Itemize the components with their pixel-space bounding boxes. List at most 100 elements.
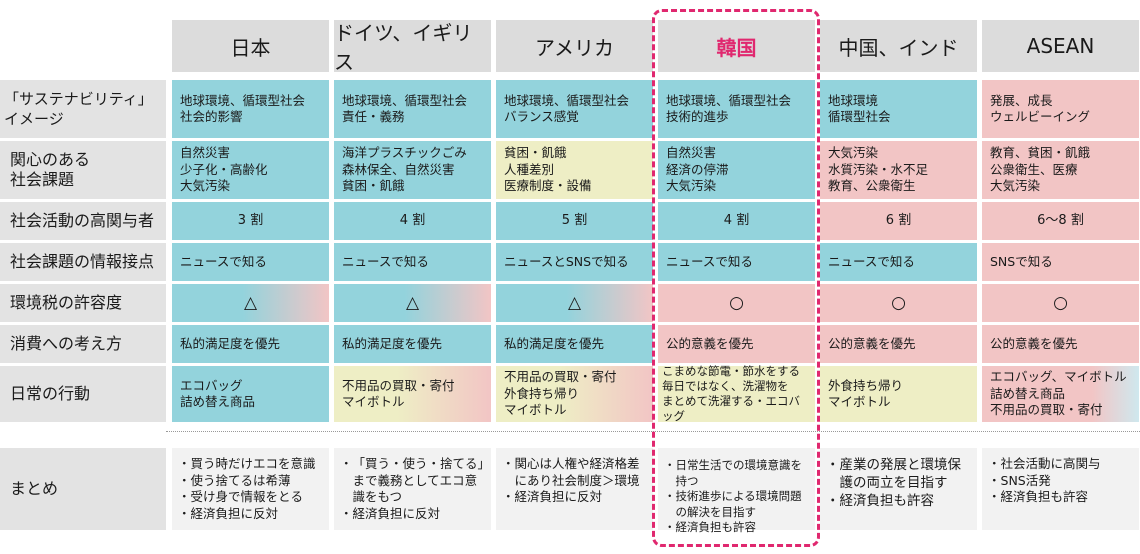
column-header: 日本 bbox=[172, 20, 329, 72]
table-cell: 地球環境、循環型社会 バランス感覚 bbox=[496, 80, 653, 138]
list-item: ・技術進歩による環境問題の解決を目指す bbox=[664, 489, 809, 520]
summary-list: ・「買う・使う・捨てる」まで義務としてエコ意識をもつ・経済負担に反対 bbox=[340, 456, 485, 522]
list-item: ・関心は人権や経済格差にあり社会制度＞環境 bbox=[502, 456, 647, 489]
summary-list: ・買う時だけエコを意識・使う捨てるは希薄・受け身で情報をとる・経済負担に反対 bbox=[178, 456, 323, 522]
summary-text: 経済負担も許容 bbox=[1000, 489, 1089, 504]
summary-cell: ・日常生活での環境意識を持つ・技術進歩による環境問題の解決を目指す・経済負担も許… bbox=[658, 448, 815, 534]
bullet-icon: ・ bbox=[988, 489, 1001, 504]
table-cell: 地球環境 循環型社会 bbox=[820, 80, 977, 138]
table-cell: エコバッグ、マイボトル 詰め替え商品 不用品の買取・寄付 bbox=[982, 366, 1139, 422]
table-cell: 大気汚染 水質汚染・水不足 教育、公衆衛生 bbox=[820, 141, 977, 199]
bullet-icon: ・ bbox=[502, 489, 515, 504]
summary-cell: ・「買う・使う・捨てる」まで義務としてエコ意識をもつ・経済負担に反対 bbox=[334, 448, 491, 530]
row-label: 日常の行動 bbox=[0, 366, 166, 422]
list-item: ・日常生活での環境意識を持つ bbox=[664, 458, 809, 489]
table-cell: 地球環境、循環型社会 技術的進歩 bbox=[658, 80, 815, 138]
list-item: ・買う時だけエコを意識 bbox=[178, 456, 323, 473]
table-cell: ○ bbox=[820, 284, 977, 322]
bullet-icon: ・ bbox=[502, 456, 515, 471]
row-label: 関心のある 社会課題 bbox=[0, 141, 166, 199]
bullet-icon: ・ bbox=[340, 505, 353, 521]
summary-text: 経済負担も許容 bbox=[839, 493, 935, 509]
table-cell: 海洋プラスチックごみ 森林保全、自然災害 貧困・飢餓 bbox=[334, 141, 491, 199]
list-item: ・「買う・使う・捨てる」まで義務としてエコ意識をもつ bbox=[340, 456, 485, 506]
table-cell: 私的満足度を優先 bbox=[496, 325, 653, 363]
list-item: ・経済負担も許容 bbox=[826, 492, 971, 510]
summary-text: 経済負担も許容 bbox=[675, 520, 757, 534]
table-cell: 地球環境、循環型社会 責任・義務 bbox=[334, 80, 491, 138]
row-label: 社会課題の情報接点 bbox=[0, 243, 166, 281]
row-label: 消費への考え方 bbox=[0, 325, 166, 363]
table-cell: 発展、成長 ウェルビーイング bbox=[982, 80, 1139, 138]
divider-line bbox=[166, 431, 1140, 432]
list-item: ・経済負担も許容 bbox=[988, 489, 1133, 506]
summary-text: 経済負担に反対 bbox=[190, 505, 279, 521]
table-cell: ニュースで知る bbox=[334, 243, 491, 281]
summary-list: ・関心は人権や経済格差にあり社会制度＞環境・経済負担に反対 bbox=[502, 456, 647, 506]
summary-text: 受け身で情報をとる bbox=[190, 489, 304, 504]
summary-list: ・日常生活での環境意識を持つ・技術進歩による環境問題の解決を目指す・経済負担も許… bbox=[664, 458, 809, 536]
table-cell: △ bbox=[496, 284, 653, 322]
table-cell: 公的意義を優先 bbox=[820, 325, 977, 363]
summary-text: 社会活動に高関与 bbox=[1000, 456, 1101, 471]
summary-list: ・産業の発展と環境保護の両立を目指す・経済負担も許容 bbox=[826, 456, 971, 510]
summary-cell: ・産業の発展と環境保護の両立を目指す・経済負担も許容 bbox=[820, 448, 977, 530]
summary-text: 「買う・使う・捨てる」まで義務としてエコ意識をもつ bbox=[352, 456, 484, 504]
table-cell: 不用品の買取・寄付 外食持ち帰り マイボトル bbox=[496, 366, 653, 422]
table-cell: 自然災害 経済の停滞 大気汚染 bbox=[658, 141, 815, 199]
table-cell: △ bbox=[172, 284, 329, 322]
summary-text: 関心は人権や経済格差にあり社会制度＞環境 bbox=[514, 456, 640, 488]
summary-text: 技術進歩による環境問題の解決を目指す bbox=[675, 489, 802, 519]
summary-text: SNS活発 bbox=[1000, 472, 1051, 488]
bullet-icon: ・ bbox=[664, 489, 676, 503]
table-cell: ○ bbox=[982, 284, 1139, 322]
table-cell: ニュースで知る bbox=[172, 243, 329, 281]
column-header: 中国、インド bbox=[820, 20, 977, 72]
summary-list: ・社会活動に高関与・SNS活発・経済負担も許容 bbox=[988, 456, 1133, 506]
table-cell: 私的満足度を優先 bbox=[172, 325, 329, 363]
bullet-icon: ・ bbox=[178, 505, 191, 521]
summary-text: 産業の発展と環境保護の両立を目指す bbox=[839, 457, 962, 491]
summary-text: 経済負担に反対 bbox=[514, 489, 603, 504]
column-header: ドイツ、イギリス bbox=[334, 20, 491, 74]
bullet-icon: ・ bbox=[664, 458, 676, 472]
table-cell: こまめな節電・節水をする 毎日ではなく、洗濯物を まとめて洗濯する・エコバッグ bbox=[658, 364, 815, 423]
bullet-icon: ・ bbox=[178, 472, 191, 488]
table-cell: △ bbox=[334, 284, 491, 322]
table-cell: ニュースで知る bbox=[658, 243, 815, 281]
list-item: ・社会活動に高関与 bbox=[988, 456, 1133, 473]
list-item: ・経済負担に反対 bbox=[502, 489, 647, 506]
table-cell: 4 割 bbox=[334, 202, 491, 240]
bullet-icon: ・ bbox=[664, 520, 676, 534]
table-cell: 外食持ち帰り マイボトル bbox=[820, 366, 977, 422]
table-cell: ニュースで知る bbox=[820, 243, 977, 281]
table-cell: 公的意義を優先 bbox=[982, 325, 1139, 363]
list-item: ・経済負担に反対 bbox=[178, 506, 323, 523]
row-label: 「サステナビリティ」 イメージ bbox=[0, 80, 166, 138]
summary-text: 買う時だけエコを意識 bbox=[190, 456, 316, 471]
table-cell: 自然災害 少子化・高齢化 大気汚染 bbox=[172, 141, 329, 199]
summary-cell: ・関心は人権や経済格差にあり社会制度＞環境・経済負担に反対 bbox=[496, 448, 653, 530]
table-cell: 私的満足度を優先 bbox=[334, 325, 491, 363]
summary-text: 使う捨てるは希薄 bbox=[190, 472, 291, 488]
table-cell: 3 割 bbox=[172, 202, 329, 240]
table-cell: 6〜8 割 bbox=[982, 202, 1139, 240]
bullet-icon: ・ bbox=[178, 456, 191, 471]
bullet-icon: ・ bbox=[988, 472, 1001, 488]
summary-text: 日常生活での環境意識を持つ bbox=[675, 458, 803, 488]
summary-cell: ・買う時だけエコを意識・使う捨てるは希薄・受け身で情報をとる・経済負担に反対 bbox=[172, 448, 329, 530]
list-item: ・SNS活発 bbox=[988, 473, 1133, 490]
bullet-icon: ・ bbox=[826, 457, 840, 473]
bullet-icon: ・ bbox=[988, 456, 1001, 471]
summary-text: 経済負担に反対 bbox=[352, 505, 441, 521]
table-cell: 教育、貧困・飢餓 公衆衛生、医療 大気汚染 bbox=[982, 141, 1139, 199]
bullet-icon: ・ bbox=[178, 489, 191, 504]
table-cell: 貧困・飢餓 人種差別 医療制度・設備 bbox=[496, 141, 653, 199]
bullet-icon: ・ bbox=[340, 456, 353, 471]
table-cell: エコバッグ 詰め替え商品 bbox=[172, 366, 329, 422]
list-item: ・受け身で情報をとる bbox=[178, 489, 323, 506]
table-cell: 5 割 bbox=[496, 202, 653, 240]
table-cell: SNSで知る bbox=[982, 243, 1139, 281]
table-cell: ○ bbox=[658, 284, 815, 322]
list-item: ・経済負担に反対 bbox=[340, 506, 485, 523]
